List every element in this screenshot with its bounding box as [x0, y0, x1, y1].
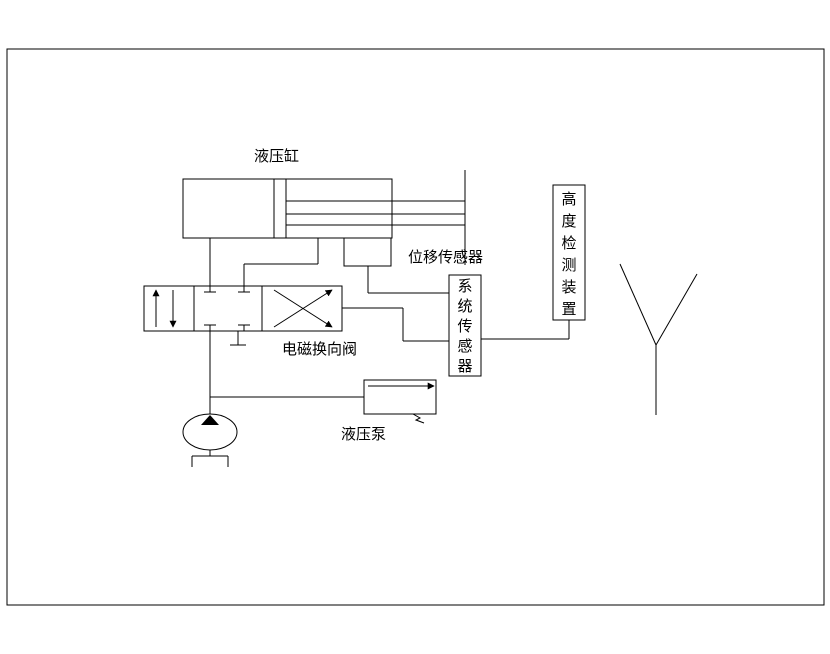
pump-unit-box — [363, 379, 437, 424]
svg-text:统: 统 — [457, 297, 472, 315]
cylinder-label: 液压缸 — [254, 147, 299, 165]
svg-text:感: 感 — [457, 337, 472, 355]
svg-text:高: 高 — [561, 190, 576, 208]
svg-text:传: 传 — [457, 317, 472, 335]
svg-text:检: 检 — [561, 234, 576, 252]
tree-figure — [619, 263, 698, 415]
displacement-sensor-box — [343, 237, 392, 267]
pump-label: 液压泵 — [341, 425, 386, 443]
height-detection-box — [552, 184, 586, 321]
svg-text:置: 置 — [561, 300, 576, 318]
displacement-sensor-label: 位移传感器 — [408, 248, 483, 266]
svg-text:装: 装 — [561, 278, 576, 296]
solenoid-valve-label: 电磁换向阀 — [282, 340, 357, 358]
height-detection-label: 高 度 检 测 装 置 — [561, 190, 576, 318]
svg-text:测: 测 — [561, 256, 576, 274]
drawing-frame — [6, 48, 825, 606]
system-sensor-label: 系 统 传 感 器 — [457, 277, 472, 375]
svg-text:器: 器 — [457, 357, 472, 375]
solenoid-valve — [143, 285, 343, 346]
hydraulic-pump — [182, 413, 238, 467]
system-sensor-box — [448, 274, 482, 377]
hydraulic-cylinder — [182, 170, 466, 265]
svg-text:系: 系 — [457, 277, 472, 295]
svg-text:度: 度 — [561, 212, 576, 230]
